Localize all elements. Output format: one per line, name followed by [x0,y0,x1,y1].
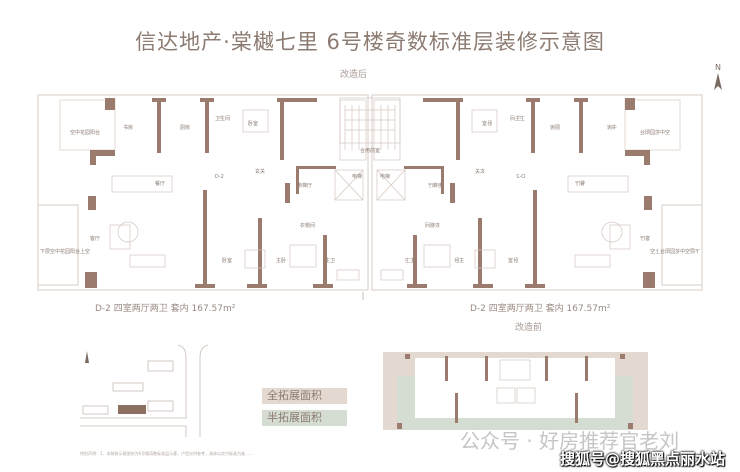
plan-left: 空中花园阳台 书房 厨房 卫生间 卧室 D-2 玄关 餐厅 电梯厅 客厅 卧室 … [37,94,369,291]
unit-area-left: D-2 四室两厅两卫 套内 167.57m² [95,304,236,314]
before-renovation-label: 改造前 [515,323,543,333]
floor-plan-after: 空中花园阳台 书房 厨房 卫生间 卧室 D-2 玄关 餐厅 电梯厅 客厅 卧室 … [37,94,703,300]
room-label: 厨房 [180,124,190,131]
room-label: 餐厅 [155,180,165,187]
room-label: 空中花园阳台 [70,129,100,136]
room-label: 卧室 [222,257,232,264]
site-map [80,344,209,437]
room-label: 电梯 [352,173,362,180]
room-label: 玄关 [255,168,265,175]
room-label: 衣帽间 [300,222,315,229]
disclaimer-notes: 特别声明：1、本装修示意图仅为6号楼奇数标准层示意，户型仅供参考，具体以交付标准… [80,451,254,456]
page-title: 信达地产·棠樾七里 6号楼奇数标准层装修示意图 [135,30,605,54]
room-label: 下层空中花园阳台上空 [40,248,90,255]
room-label: D-2 [215,174,224,180]
north-arrow-icon: N [710,63,726,94]
source-watermark: 搜狐号@搜狐黑点丽水站 [560,450,726,468]
after-renovation-label: 改造后 [340,70,368,80]
plan-right [371,94,703,291]
room-label: 合用前室 [360,147,380,154]
room-label: 主卫 [325,257,335,264]
room-label: 客厅 [90,235,100,242]
room-label: 卧室 [248,120,258,127]
room-label: 电梯 [380,173,390,180]
site-north-icon [85,351,89,363]
watermark-wechat: 公众号 · 好房推荐官老刘 [460,429,680,453]
legend-full-extension: 全拓展面积 [262,388,347,404]
floor-plan-before [383,352,648,430]
unit-area-right: D-2 四室两厅两卫 套内 167.57m² [470,304,611,314]
legend-half-extension: 半拓展面积 [262,410,347,426]
room-label: 主卧 [276,257,286,264]
room-label: 卫生间 [215,115,230,122]
room-label: 书房 [123,124,133,131]
room-label: 电梯厅 [297,182,312,189]
core-stair [339,97,401,144]
north-label: N [715,63,721,72]
